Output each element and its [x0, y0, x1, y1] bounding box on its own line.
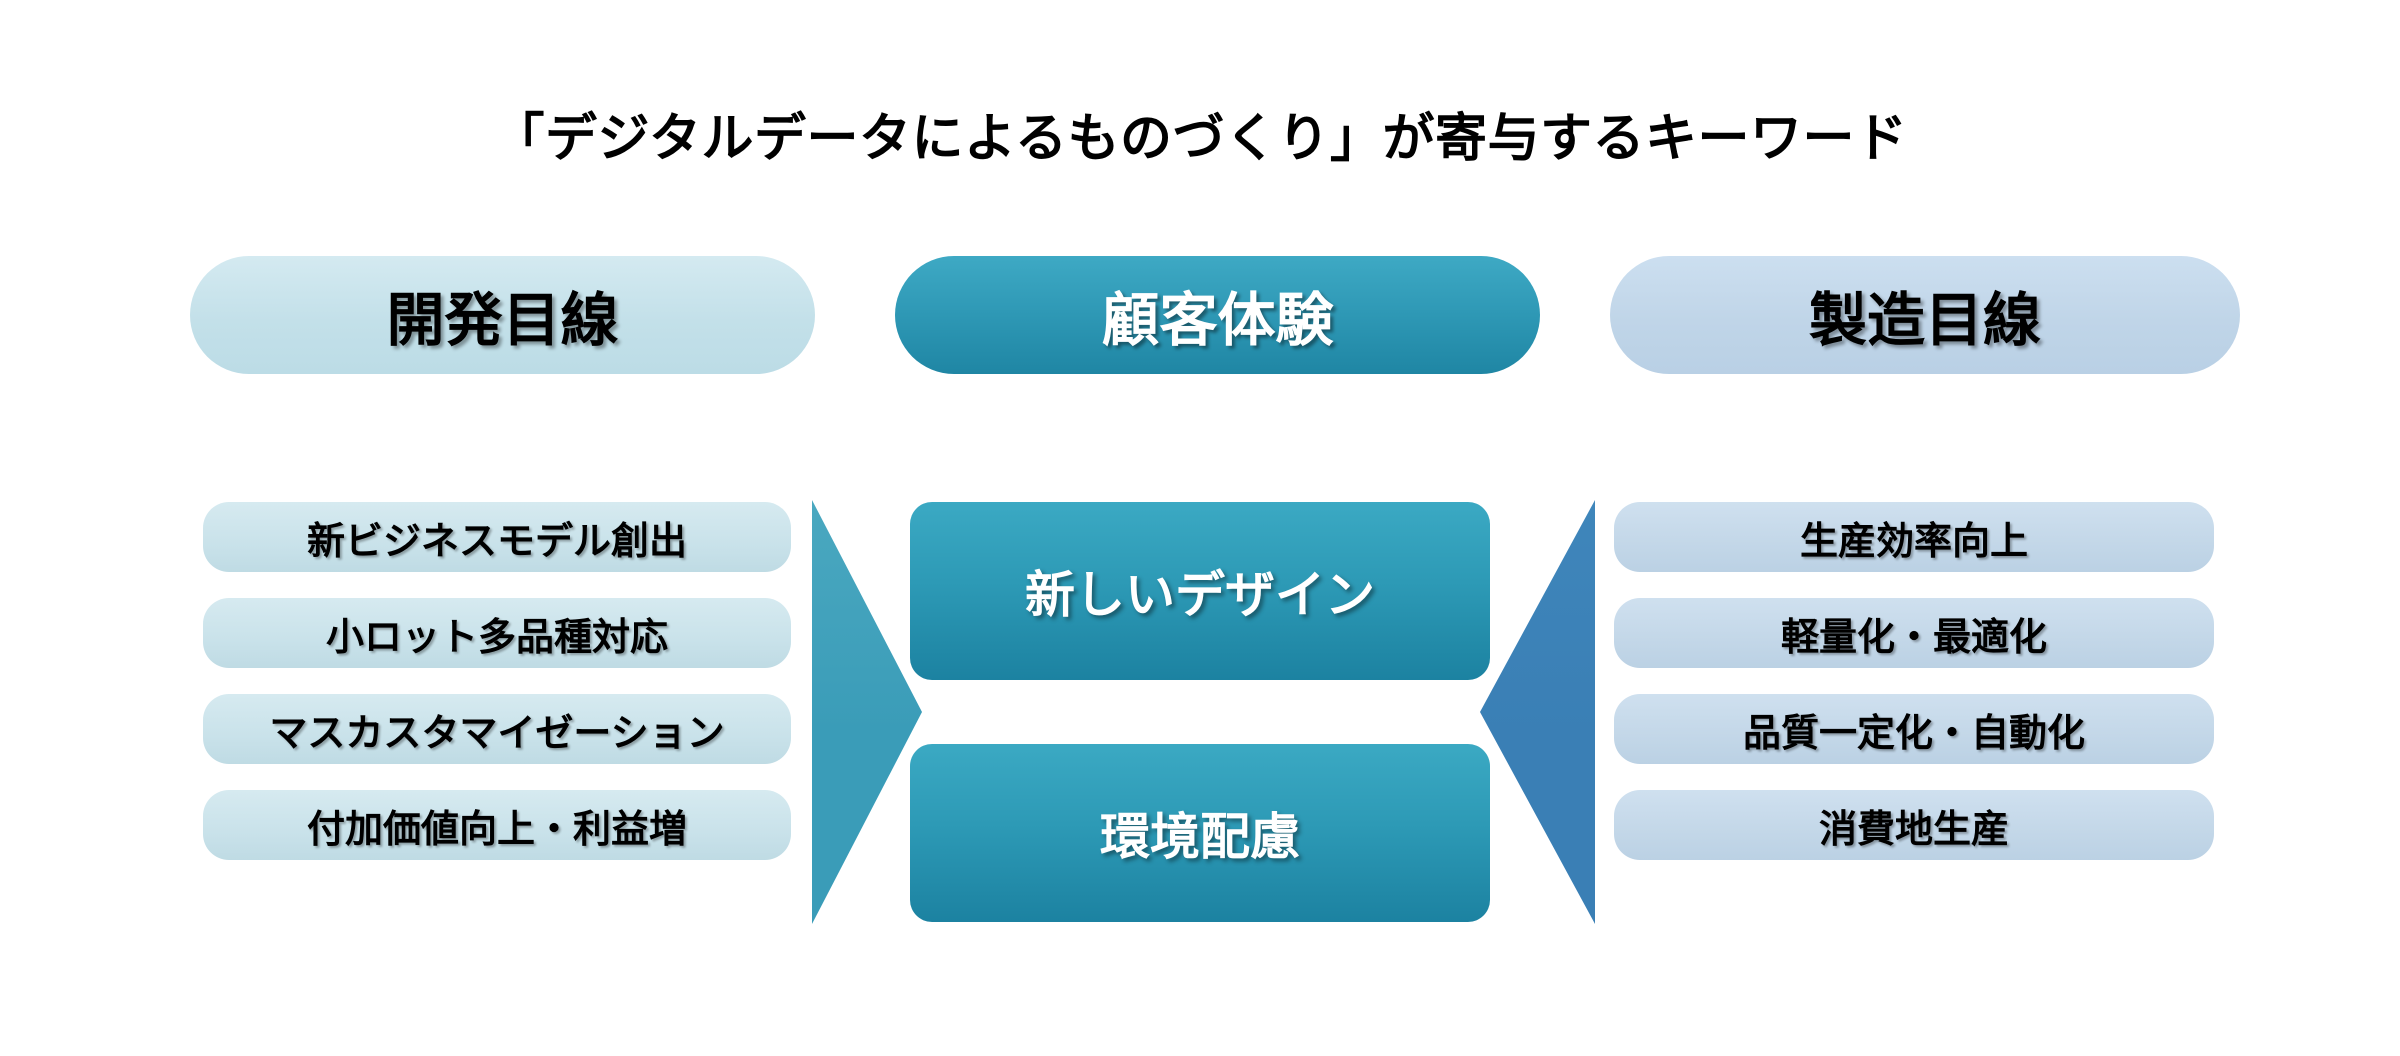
left-item-2: 小ロット多品種対応 — [203, 598, 791, 668]
left-item-3: マスカスタマイゼーション — [203, 694, 791, 764]
column-header-manufacturing: 製造目線 — [1610, 256, 2240, 374]
left-item-1: 新ビジネスモデル創出 — [203, 502, 791, 572]
arrow-right-icon — [812, 500, 922, 924]
right-item-2: 軽量化・最適化 — [1614, 598, 2214, 668]
arrow-left-icon — [1480, 500, 1595, 924]
center-item-environment: 環境配慮 — [910, 744, 1490, 922]
center-item-new-design: 新しいデザイン — [910, 502, 1490, 680]
page-title: 「デジタルデータによるものづくり」が寄与するキーワード — [492, 109, 1908, 169]
right-item-1: 生産効率向上 — [1614, 502, 2214, 572]
left-item-4: 付加価値向上・利益増 — [203, 790, 791, 860]
right-item-4: 消費地生産 — [1614, 790, 2214, 860]
column-header-development: 開発目線 — [190, 256, 815, 374]
column-header-customer-experience: 顧客体験 — [895, 256, 1540, 374]
right-item-3: 品質一定化・自動化 — [1614, 694, 2214, 764]
